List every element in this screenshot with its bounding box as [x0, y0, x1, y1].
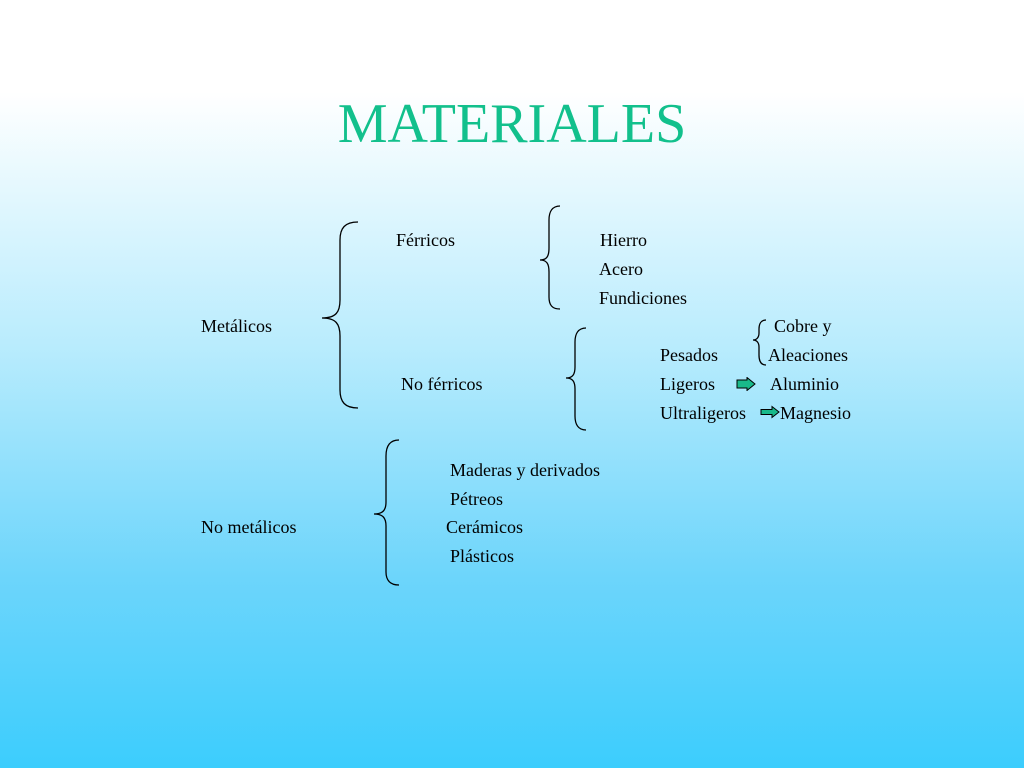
- brace-pesados: [752, 319, 767, 366]
- label-pesados: Pesados: [660, 345, 718, 365]
- item-hierro: Hierro: [600, 230, 647, 250]
- brace-ferricos: [539, 205, 561, 310]
- arrow-right-icon: [736, 377, 756, 391]
- label-ligeros: Ligeros: [660, 374, 715, 394]
- item-ceramicos: Cerámicos: [446, 517, 523, 537]
- label-ultraligeros: Ultraligeros: [660, 403, 746, 423]
- item-plasticos: Plásticos: [450, 546, 515, 566]
- label-metalicos: Metálicos: [201, 316, 272, 336]
- label-ferricos: Férricos: [396, 230, 455, 250]
- label-no-ferricos: No férricos: [401, 374, 483, 394]
- slide-title: MATERIALES: [337, 93, 687, 155]
- item-aluminio: Aluminio: [770, 374, 840, 394]
- item-fundiciones: Fundiciones: [599, 288, 687, 308]
- item-magnesio: Magnesio: [780, 403, 851, 423]
- brace-no-metalicos: [373, 439, 400, 586]
- item-acero: Acero: [599, 259, 643, 279]
- item-petreos: Pétreos: [450, 489, 503, 509]
- brace-no-ferricos: [565, 327, 587, 431]
- arrow-right-icon: [760, 405, 780, 419]
- label-no-metalicos: No metálicos: [201, 517, 297, 537]
- item-aleaciones: Aleaciones: [768, 345, 848, 365]
- brace-metalicos: [321, 221, 359, 409]
- item-cobre-y: Cobre y: [774, 316, 832, 336]
- item-maderas: Maderas y derivados: [450, 460, 600, 480]
